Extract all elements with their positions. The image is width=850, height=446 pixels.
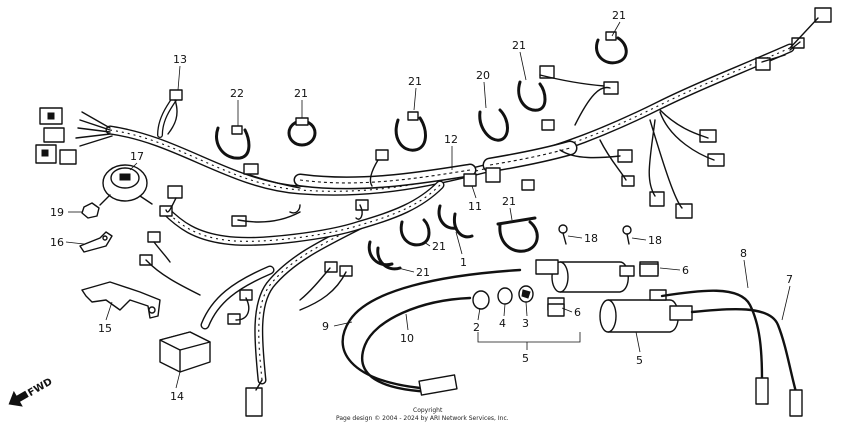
callout-21-a: 21 [294,87,308,100]
callout-6-b: 6 [574,306,581,319]
ignition-coil-lower [547,289,693,333]
callout-3: 3 [522,317,529,330]
spark-plug-leads [341,268,803,417]
band-clamps [215,31,628,271]
callout-5-a: 5 [522,352,529,365]
callout-21-b: 21 [408,75,422,88]
copyright-line-2: Page design © 2004 - 2024 by ARI Network… [336,415,509,422]
callout-21-c: 21 [512,39,526,52]
cushion-parts [547,263,659,317]
callout-1: 1 [460,256,467,269]
fwd-indicator: FWD [8,376,54,407]
callout-14: 14 [170,390,184,403]
leader-lines [65,21,791,389]
callout-8: 8 [740,247,747,260]
callout-21-g: 21 [416,266,430,279]
callout-10: 10 [400,332,414,345]
callout-13: 13 [173,53,187,66]
callout-22: 22 [230,87,244,100]
bracket-part [81,281,161,319]
callout-7: 7 [786,273,793,286]
callout-6-a: 6 [682,264,689,277]
nut-part [81,202,100,219]
copyright-line-1: Copyright [413,407,443,414]
callout-4: 4 [499,317,506,330]
callout-21-f: 21 [432,240,446,253]
callout-18-a: 18 [584,232,598,245]
callout-5-b: 5 [636,354,643,367]
callout-12: 12 [444,133,458,146]
callout-16: 16 [50,236,64,249]
relay-part [159,331,211,373]
callout-17: 17 [130,150,144,163]
left-connector-block [35,107,113,165]
copyright-notice: Copyright Page design © 2004 - 2024 by A… [336,407,509,422]
callout-11: 11 [468,200,482,213]
plug-caps [472,285,534,310]
callout-2: 2 [473,321,480,334]
bolts [558,224,632,245]
callout-15: 15 [98,322,112,335]
harness-connectors [139,7,832,417]
callout-19: 19 [50,206,64,219]
stay-part [79,231,113,253]
callout-21-d: 21 [612,9,626,22]
fwd-arrow-icon [8,390,29,407]
callout-numbers: 13 22 21 21 21 20 21 21 12 17 11 19 16 2… [50,9,793,403]
callout-21-e: 21 [502,195,516,208]
fwd-label: FWD [26,376,54,399]
callout-20: 20 [476,69,490,82]
callout-9: 9 [322,320,329,333]
ignition-switch [99,164,153,206]
callout-18-b: 18 [648,234,662,247]
